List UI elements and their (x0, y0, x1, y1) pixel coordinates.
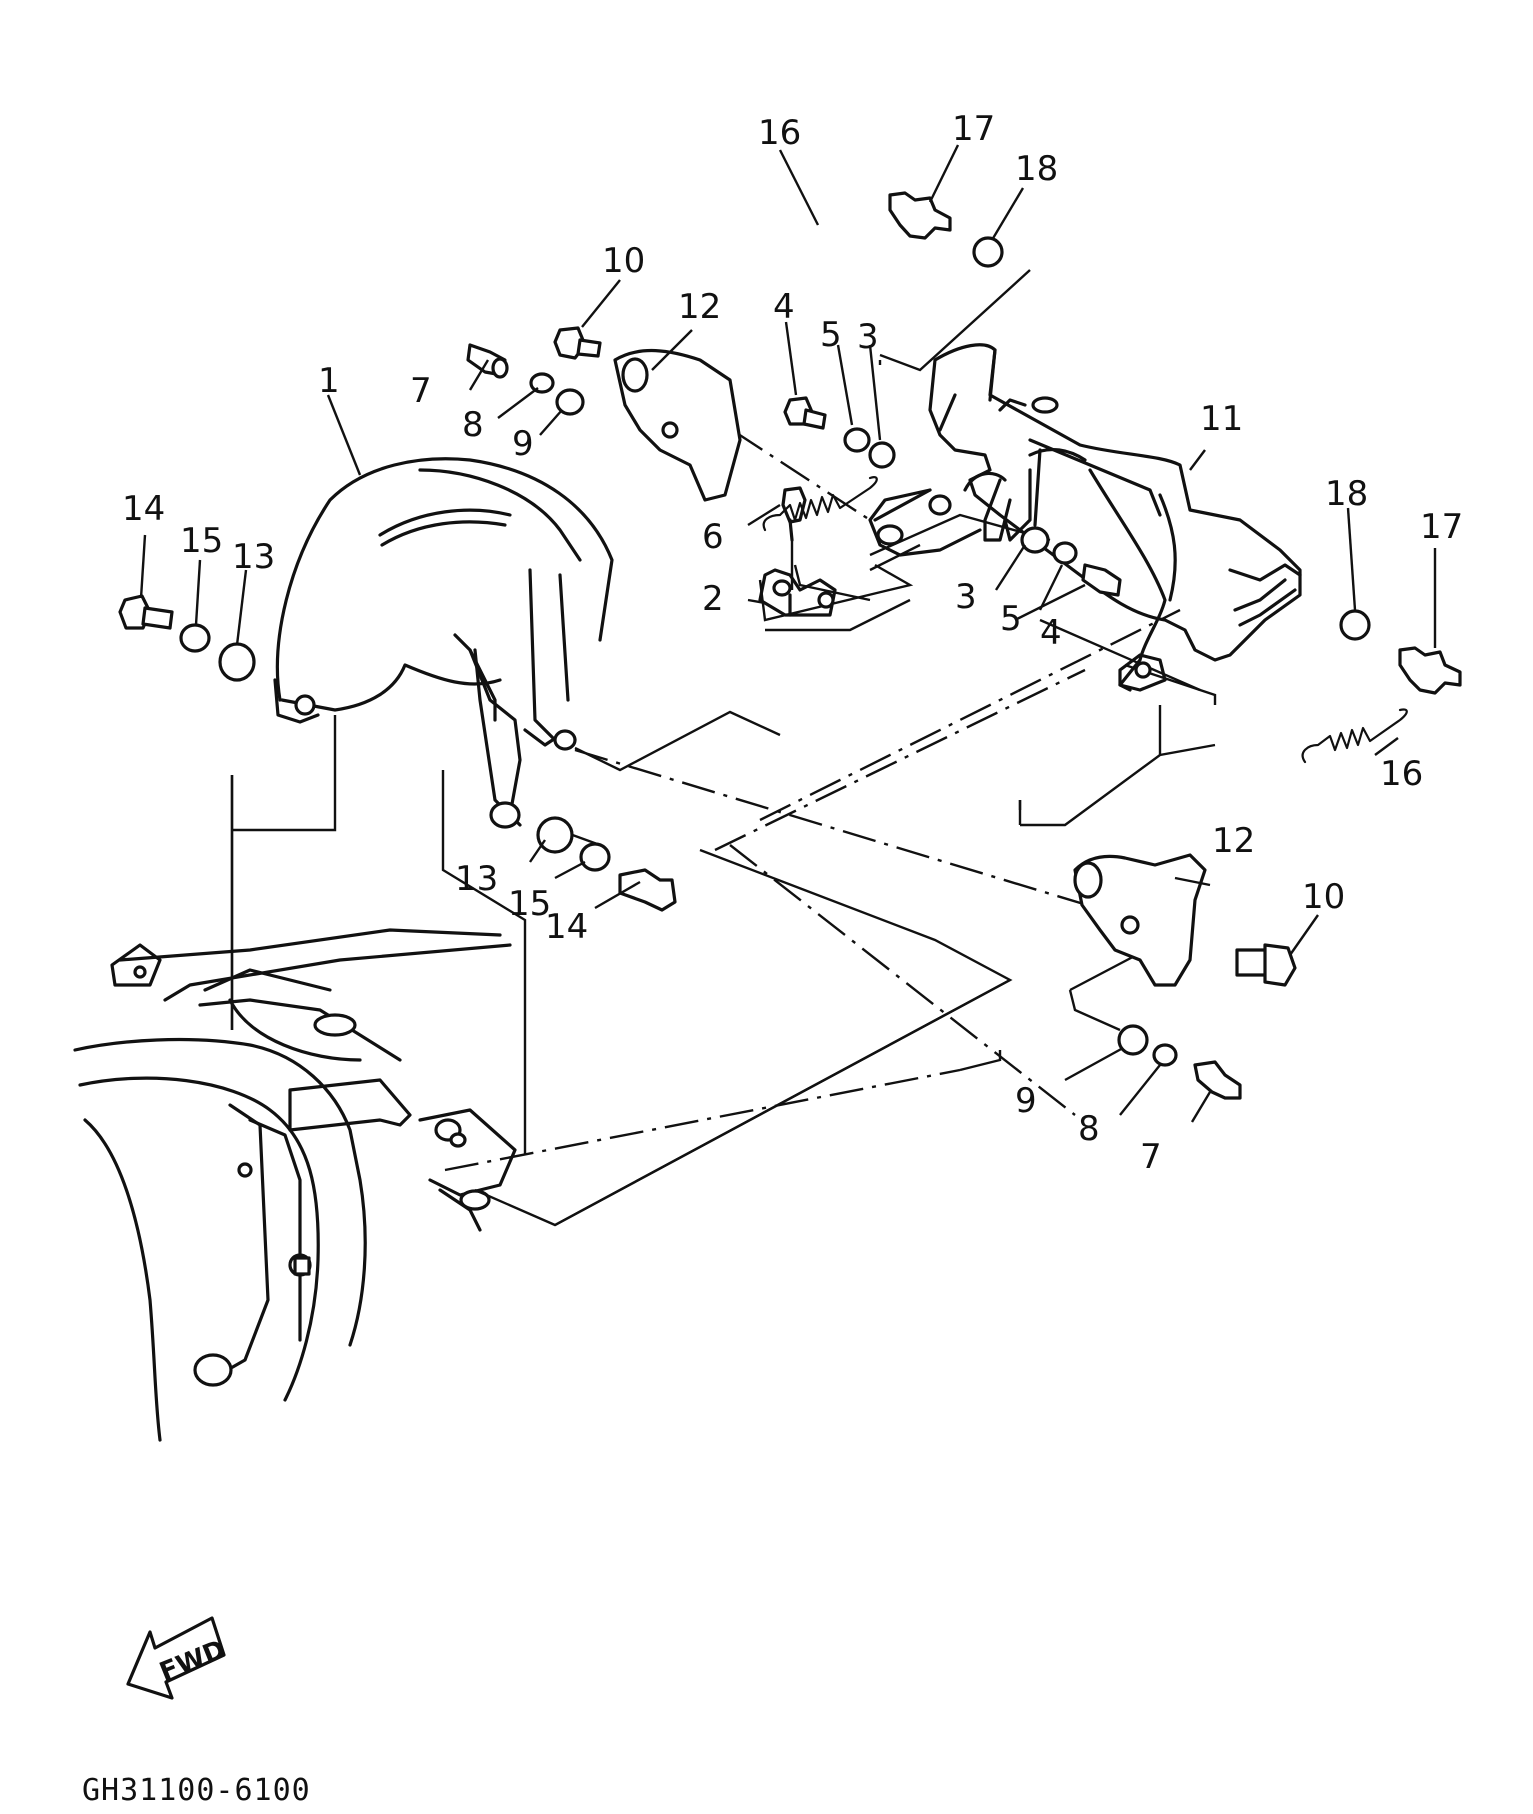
callout-17-a: 17 (952, 109, 995, 149)
callout-10-a: 10 (602, 241, 645, 281)
fwd-arrow: FWD (126, 1616, 230, 1700)
part-11-bracket (868, 343, 1302, 692)
part-2-clip (758, 568, 837, 617)
callout-7-b: 7 (1140, 1137, 1162, 1177)
pump-housing (73, 928, 517, 1442)
callout-9-a: 9 (512, 424, 534, 464)
callout-12-b: 12 (1212, 821, 1255, 861)
callout-13-a: 13 (232, 537, 275, 577)
callout-numbers: 1 2 3 3 4 4 5 5 6 7 7 8 8 9 9 10 10 11 1… (122, 109, 1463, 1177)
callout-4-a: 4 (773, 287, 795, 327)
callout-11: 11 (1200, 399, 1243, 439)
callout-2: 2 (702, 579, 724, 619)
callout-18-a: 18 (1015, 149, 1058, 189)
callout-3-b: 3 (955, 577, 977, 617)
callout-16-a: 16 (758, 113, 801, 153)
hardware (118, 191, 1462, 1100)
part-1-bracket (273, 457, 614, 829)
part-6-nipple (781, 486, 807, 590)
callout-10-b: 10 (1302, 877, 1345, 917)
callout-3-a: 3 (857, 317, 879, 357)
callout-9-b: 9 (1015, 1081, 1037, 1121)
callout-16-b: 16 (1380, 754, 1423, 794)
callout-14-b: 14 (545, 907, 588, 947)
assembly-lines (230, 269, 1217, 1227)
callout-leaders (139, 144, 1437, 1123)
callout-17-b: 17 (1420, 507, 1463, 547)
callout-12-a: 12 (678, 287, 721, 327)
callout-7-a: 7 (410, 371, 432, 411)
callout-8-b: 8 (1078, 1109, 1100, 1149)
callout-15-a: 15 (180, 521, 223, 561)
callout-18-b: 18 (1325, 474, 1368, 514)
callout-13-b: 13 (455, 859, 498, 899)
callout-1: 1 (318, 361, 340, 401)
callout-4-b: 4 (1040, 613, 1062, 653)
callout-8-a: 8 (462, 405, 484, 445)
callout-5-b: 5 (1000, 599, 1022, 639)
callout-5-a: 5 (820, 315, 842, 355)
drawing-code: GH31100-6100 (82, 1773, 311, 1808)
callout-6: 6 (702, 517, 724, 557)
callout-14-a: 14 (122, 489, 165, 529)
callout-15-b: 15 (508, 884, 551, 924)
